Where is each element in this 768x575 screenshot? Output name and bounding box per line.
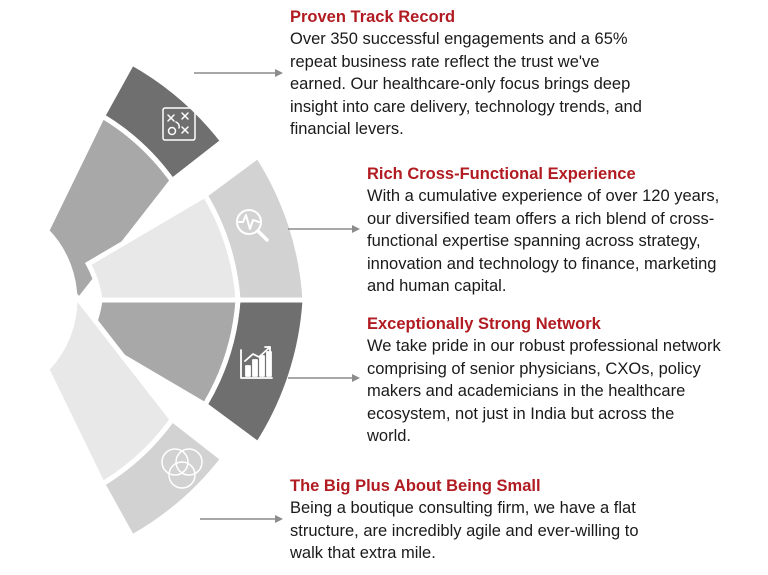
- feature-line: functional expertise spanning across str…: [367, 232, 701, 250]
- arrow-2: [288, 225, 360, 233]
- feature-block-1: Proven Track Record Over 350 successful …: [290, 6, 760, 141]
- bar-chart-growth-icon: [240, 346, 273, 379]
- feature-block-3: Exceptionally Strong Network We take pri…: [367, 313, 762, 448]
- feature-title-1: Proven Track Record: [290, 8, 456, 26]
- feature-line: makers and academicians in the healthcar…: [367, 382, 686, 400]
- feature-line: world.: [367, 427, 412, 445]
- feature-body-3: We take pride in our robust professional…: [367, 335, 762, 448]
- feature-title-2: Rich Cross-Functional Experience: [367, 165, 636, 183]
- feature-body-4: Being a boutique consulting firm, we hav…: [290, 497, 760, 565]
- feature-line: insight into care delivery, technology t…: [290, 97, 642, 116]
- feature-line: Over 350 successful engagements and a 65…: [290, 30, 628, 48]
- segment-2-inner: [84, 191, 241, 303]
- venn-circles-icon: [161, 448, 203, 489]
- feature-line: comprising of senior physicians, CXOs, p…: [367, 359, 701, 378]
- feature-line: innovation and technology to finance, ma…: [367, 254, 717, 273]
- feature-line: earned. Our healthcare-only focus brings…: [290, 75, 631, 93]
- feature-line: We take pride in our robust professional…: [367, 337, 721, 355]
- feature-body-2: With a cumulative experience of over 120…: [367, 185, 762, 298]
- feature-title-3: Exceptionally Strong Network: [367, 315, 601, 333]
- feature-title-4: The Big Plus About Being Small: [290, 477, 541, 495]
- feature-block-2: Rich Cross-Functional Experience With a …: [367, 163, 762, 298]
- feature-line: our diversified team offers a rich blend…: [367, 209, 715, 228]
- feature-line: walk that extra mile.: [290, 544, 436, 562]
- feature-line: ecosystem, not just in India but across …: [367, 404, 675, 423]
- feature-line: financial levers.: [290, 120, 404, 138]
- feature-line: Being a boutique consulting firm, we hav…: [290, 499, 636, 517]
- magnifier-pulse-icon: [236, 209, 269, 242]
- arrow-1: [194, 69, 283, 77]
- arrow-4: [200, 515, 283, 523]
- strategy-board-icon: [162, 107, 196, 141]
- arrow-3: [288, 374, 360, 382]
- feature-line: With a cumulative experience of over 120…: [367, 187, 720, 205]
- feature-line: and human capital.: [367, 277, 507, 295]
- segment-3-inner: [84, 297, 241, 409]
- feature-body-1: Over 350 successful engagements and a 65…: [290, 28, 760, 141]
- segment-4-inner: [43, 286, 176, 488]
- feature-block-4: The Big Plus About Being Small Being a b…: [290, 475, 760, 565]
- feature-line: structure, are incredibly agile and ever…: [290, 521, 639, 540]
- feature-line: repeat business rate reflect the trust w…: [290, 52, 600, 71]
